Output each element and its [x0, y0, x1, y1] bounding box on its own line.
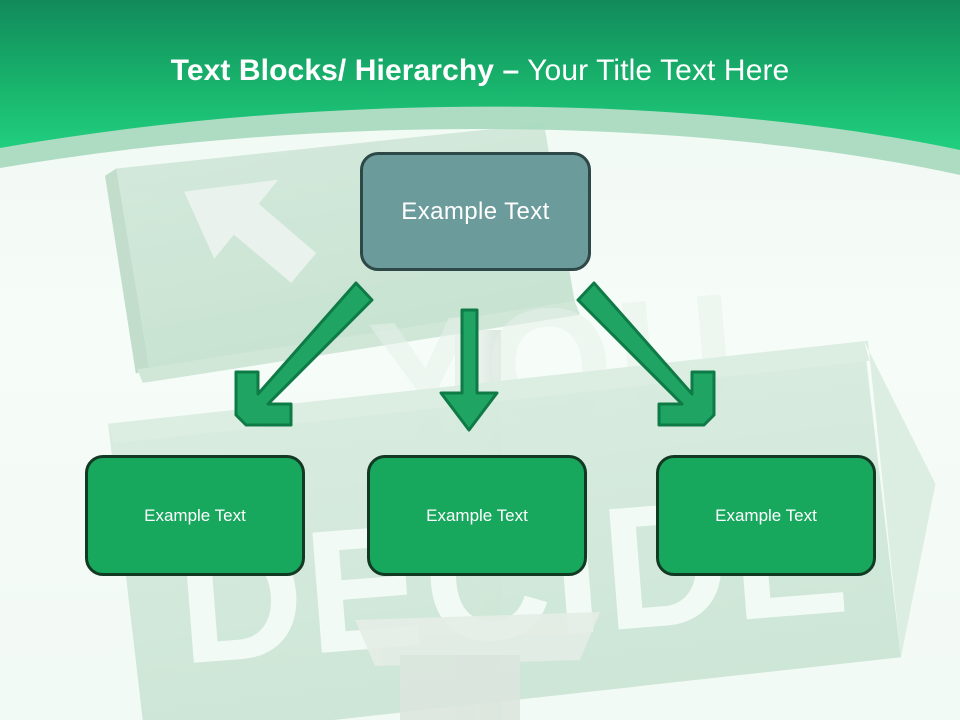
node-child-3-label: Example Text: [715, 505, 817, 525]
node-parent-label: Example Text: [401, 197, 550, 225]
node-child-2-label: Example Text: [426, 505, 528, 525]
slide-title-light: Your Title Text Here: [519, 54, 790, 87]
post-collar: [355, 612, 600, 720]
node-child-2[interactable]: Example Text: [367, 455, 587, 576]
node-child-1-label: Example Text: [144, 505, 246, 525]
node-parent[interactable]: Example Text: [360, 152, 591, 271]
node-child-3[interactable]: Example Text: [656, 455, 876, 576]
slide-title-bold: Text Blocks/ Hierarchy –: [170, 54, 520, 87]
slide-title: Text Blocks/ Hierarchy – Your Title Text…: [0, 52, 960, 90]
node-child-1[interactable]: Example Text: [85, 455, 305, 576]
